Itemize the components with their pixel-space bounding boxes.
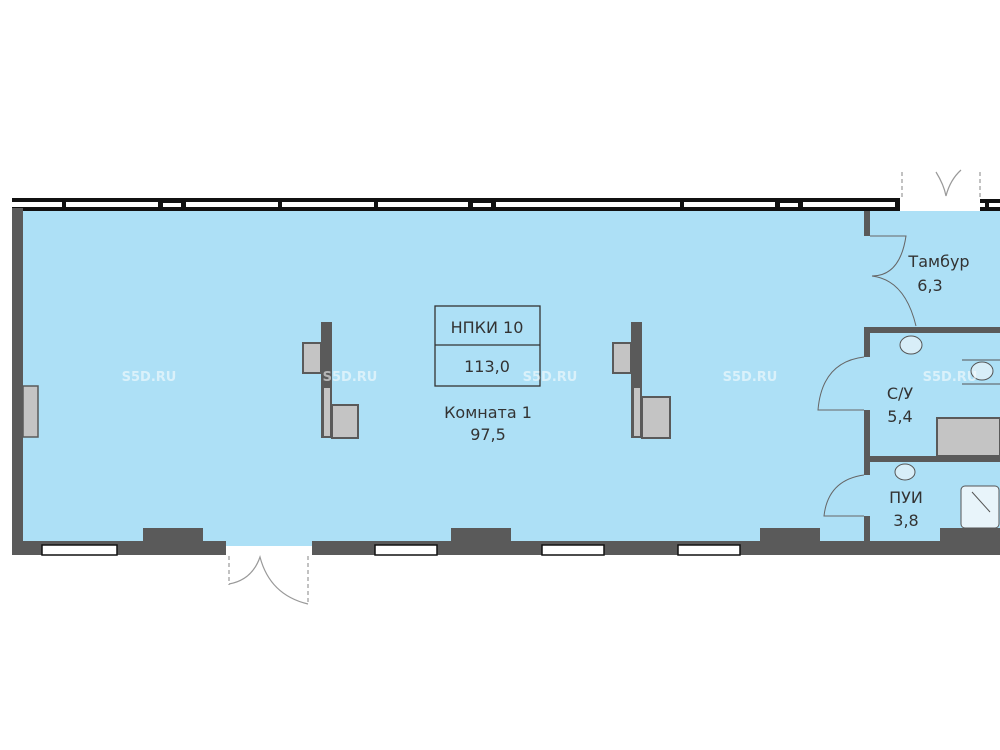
watermark: S5D.RU [122,370,177,385]
unit-total-area: 113,0 [464,357,510,376]
room-area: 6,3 [917,276,942,295]
watermark: S5D.RU [323,370,378,385]
sink-icon [894,463,916,481]
left-wall [12,208,23,546]
room-name: ПУИ [889,488,923,507]
room-area: 3,8 [893,511,918,530]
room-area: 97,5 [470,425,506,444]
room-name: Тамбур [907,252,969,271]
room-area: 5,4 [887,407,912,426]
watermark: S5D.RU [923,370,978,385]
room-floor [22,211,1000,541]
left-niche [22,385,39,438]
unit-label-box: НПКИ 10 113,0 [434,305,541,387]
column-2 [612,322,671,439]
watermark: S5D.RU [523,370,578,385]
bottom-wall [12,528,1000,556]
utility-sink-icon [960,485,1000,529]
room-name: С/У [887,384,914,403]
top-entrance-door [901,169,981,198]
sink-icon [899,335,923,355]
interior-doors [817,235,917,517]
bottom-entrance-door [228,554,309,605]
top-wall [12,198,1000,211]
room-name: Комната 1 [444,403,532,422]
bottom-door-opening [225,538,313,546]
bathroom-fixtures [894,335,1000,529]
toilet-icon [970,361,994,381]
partition-walls [864,211,1000,542]
watermark: S5D.RU [723,370,778,385]
column-1 [302,322,359,439]
unit-name: НПКИ 10 [451,318,524,337]
